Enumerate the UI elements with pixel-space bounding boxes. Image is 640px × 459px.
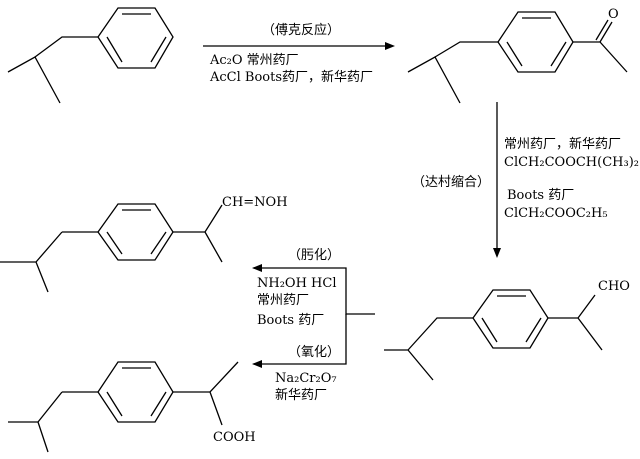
arrow-step2 — [493, 102, 501, 258]
isobutylacetophenone — [407, 11, 628, 104]
step3-line3: Boots 药厂 — [257, 313, 324, 328]
step1-line2: AcCl Boots药厂，新华药厂 — [209, 69, 373, 85]
step4-line1: Na₂Cr₂O₇ — [275, 371, 337, 386]
step2-line2: ClCH₂COOCH(CH₃)₂ — [504, 155, 639, 170]
step1-title: （傅克反应） — [262, 22, 340, 38]
step2-line4: ClCH₂COOC₂H₅ — [504, 206, 608, 221]
step4-line2: 新华药厂 — [275, 387, 327, 403]
step1-line1: Ac₂O 常州药厂 — [209, 53, 299, 68]
acid-label: COOH — [213, 430, 256, 445]
ibuprofen-product — [8, 361, 239, 453]
arrow-step1 — [203, 42, 395, 50]
step3-line1: NH₂OH HCl — [257, 276, 337, 291]
isobutylbenzene-clean — [0, 0, 200, 115]
step2-line3: Boots 药厂 — [507, 188, 574, 203]
step4-title: （氧化） — [288, 345, 340, 360]
step2-title: （达村缩合） — [412, 174, 490, 190]
ketone-oxygen: O — [608, 7, 619, 22]
oxime-product — [0, 203, 223, 293]
branch-arrows — [252, 264, 375, 368]
aldehyde-label: CHO — [598, 279, 630, 294]
step2-line1: 常州药厂，新华药厂 — [504, 136, 621, 152]
isobutylphenylpropanal — [384, 289, 603, 381]
oxime-label: CH=NOH — [222, 195, 288, 210]
step3-title: （肟化） — [288, 248, 340, 263]
step3-line2: 常州药厂 — [257, 293, 309, 308]
